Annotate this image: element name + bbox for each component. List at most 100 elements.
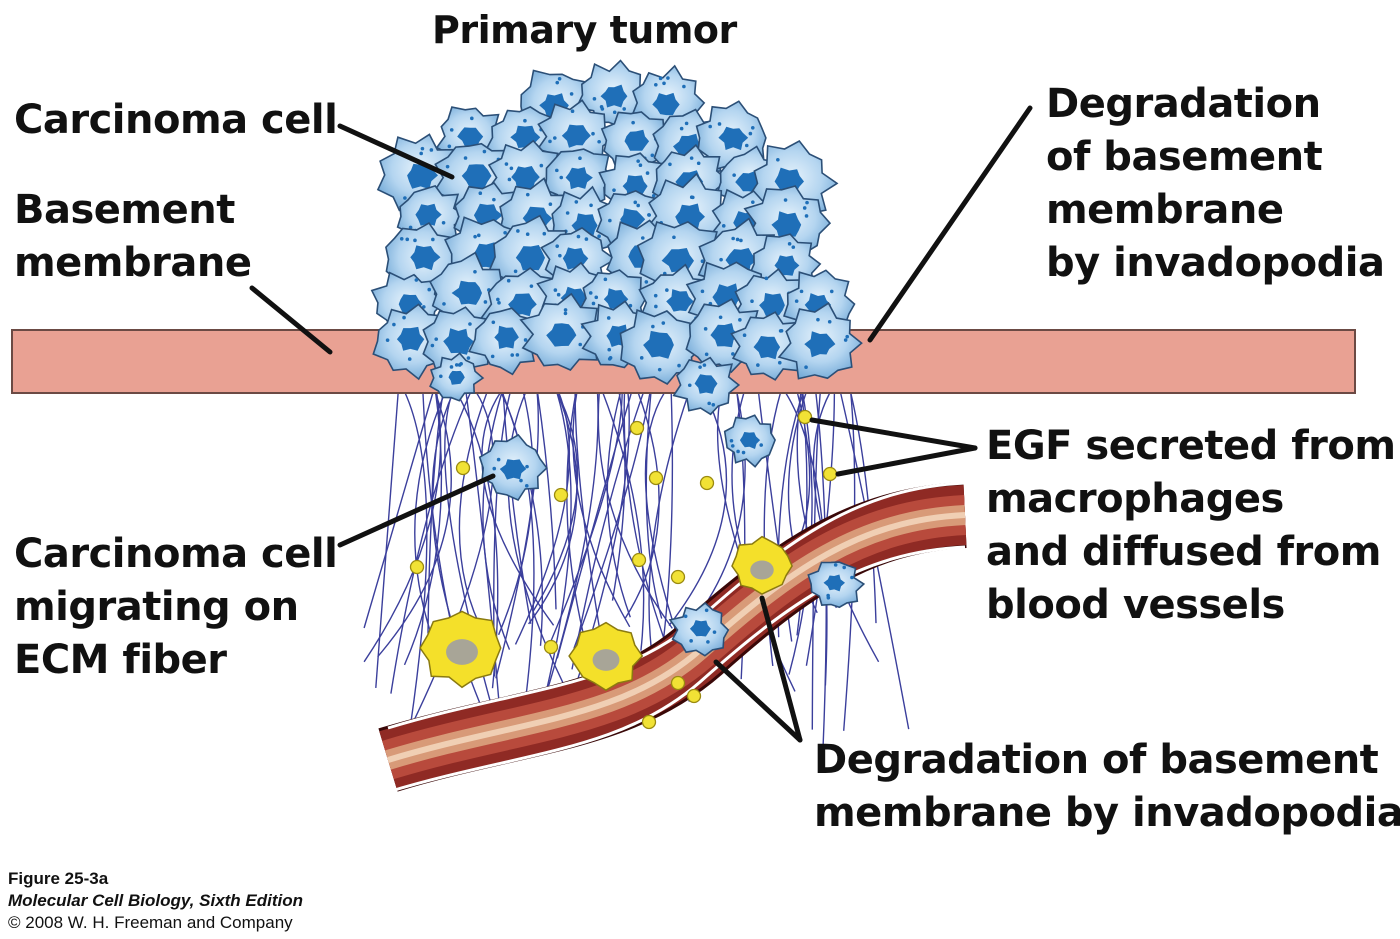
label-line: EGF secreted from: [986, 423, 1396, 469]
primary-tumor-cells: [370, 59, 863, 468]
cell-granule: [794, 299, 799, 303]
ecm-fiber: [606, 391, 631, 618]
ecm-fiber: [375, 391, 399, 688]
egf-dot: [686, 688, 702, 704]
cell-nucleus: [666, 289, 694, 312]
cell-granule: [650, 153, 655, 158]
cell-granule: [672, 235, 676, 240]
cell-granule: [441, 221, 446, 225]
cell-granule: [657, 367, 662, 372]
cell-granule: [525, 232, 530, 236]
cell-granule: [654, 82, 658, 87]
cell-granule: [644, 280, 649, 284]
cell-granule: [735, 237, 740, 242]
cell-granule: [736, 449, 740, 454]
cell-granule: [548, 139, 552, 144]
cell-granule: [804, 365, 808, 370]
leader-lines: [249, 105, 1033, 743]
cell-granule: [403, 196, 407, 200]
macrophage-nucleus: [750, 560, 774, 580]
cell-granule: [845, 334, 850, 339]
label-line: membrane: [1046, 187, 1284, 233]
migrating-carcinoma-cells: [478, 433, 866, 657]
ecm-fiber: [559, 391, 630, 733]
ecm-fiber: [549, 391, 623, 643]
egf-dot: [699, 475, 715, 491]
cell-granule: [842, 565, 846, 570]
macrophage: [419, 610, 502, 689]
cell-granule: [459, 361, 463, 366]
copyright: © 2008 W. H. Freeman and Company: [8, 913, 293, 932]
ecm-fiber: [660, 391, 674, 657]
egf-dot: [797, 409, 813, 425]
cell-granule: [413, 238, 417, 243]
cell-nucleus: [600, 84, 628, 108]
macrophage-nucleus: [446, 639, 478, 665]
label-carcinoma-cell: Carcinoma cell: [14, 94, 338, 147]
cell-granule: [748, 131, 753, 136]
cell-granule: [639, 356, 644, 360]
cell-granule: [741, 450, 746, 455]
cell-granule: [574, 200, 579, 204]
cell-granule: [731, 236, 735, 241]
cell-granule: [565, 211, 570, 215]
cell-granule: [698, 365, 702, 369]
egf-dot: [629, 420, 645, 436]
cell-granule: [708, 124, 712, 129]
cell-nucleus: [689, 620, 711, 637]
cell-granule: [563, 311, 568, 316]
cell-granule: [607, 347, 612, 352]
cell-granule: [408, 225, 413, 230]
macrophages: [419, 535, 793, 692]
egf-dot: [543, 639, 559, 655]
label-line: membrane by invadopodia: [814, 790, 1400, 836]
ecm-fiber: [495, 391, 539, 679]
cell-granule: [721, 224, 726, 228]
cell-granule: [473, 234, 477, 239]
cell-granule: [463, 156, 468, 160]
cell-granule: [490, 354, 495, 359]
cell-granule: [706, 640, 710, 644]
cell-granule: [633, 200, 638, 205]
cell-granule: [759, 443, 764, 447]
cell-granule: [515, 353, 520, 357]
label-egf: EGF secreted from macrophages and diffus…: [986, 420, 1396, 632]
ecm-fiber: [849, 391, 877, 624]
cell-granule: [524, 484, 529, 488]
cell-granule: [510, 353, 515, 357]
cell-granule: [833, 563, 838, 567]
cell-nucleus: [415, 203, 442, 226]
cell-granule: [689, 156, 694, 160]
cell-granule: [756, 363, 760, 367]
cell-granule: [503, 230, 507, 235]
cell-granule: [640, 236, 645, 240]
cell-granule: [523, 118, 527, 123]
diagram-title: Primary tumor: [432, 8, 737, 52]
cell-granule: [751, 200, 755, 204]
label-line: by invadopodia: [1046, 240, 1385, 286]
cell-granule: [482, 149, 487, 154]
ecm-fiber: [500, 391, 535, 734]
label-line: Degradation: [1046, 81, 1321, 127]
cell-nucleus: [823, 574, 845, 592]
cell-granule: [449, 365, 454, 369]
cell-granule: [483, 300, 488, 304]
cell-granule: [661, 321, 666, 325]
ecm-fiber: [414, 391, 446, 663]
cell-granule: [739, 238, 743, 243]
invading-cell: [672, 356, 741, 416]
cell-granule: [584, 237, 589, 241]
cell-granule: [704, 352, 709, 357]
cell-granule: [392, 322, 396, 327]
cell-granule: [507, 177, 512, 182]
cell-granule: [548, 202, 553, 206]
cell-granule: [516, 229, 520, 233]
cell-granule: [787, 242, 792, 246]
cell-granule: [689, 639, 693, 643]
cell-granule: [559, 175, 564, 180]
cell-granule: [658, 76, 663, 81]
cell-granule: [666, 76, 670, 80]
cell-nucleus: [565, 167, 593, 190]
cell-granule: [576, 234, 581, 239]
cell-nucleus: [624, 129, 650, 151]
